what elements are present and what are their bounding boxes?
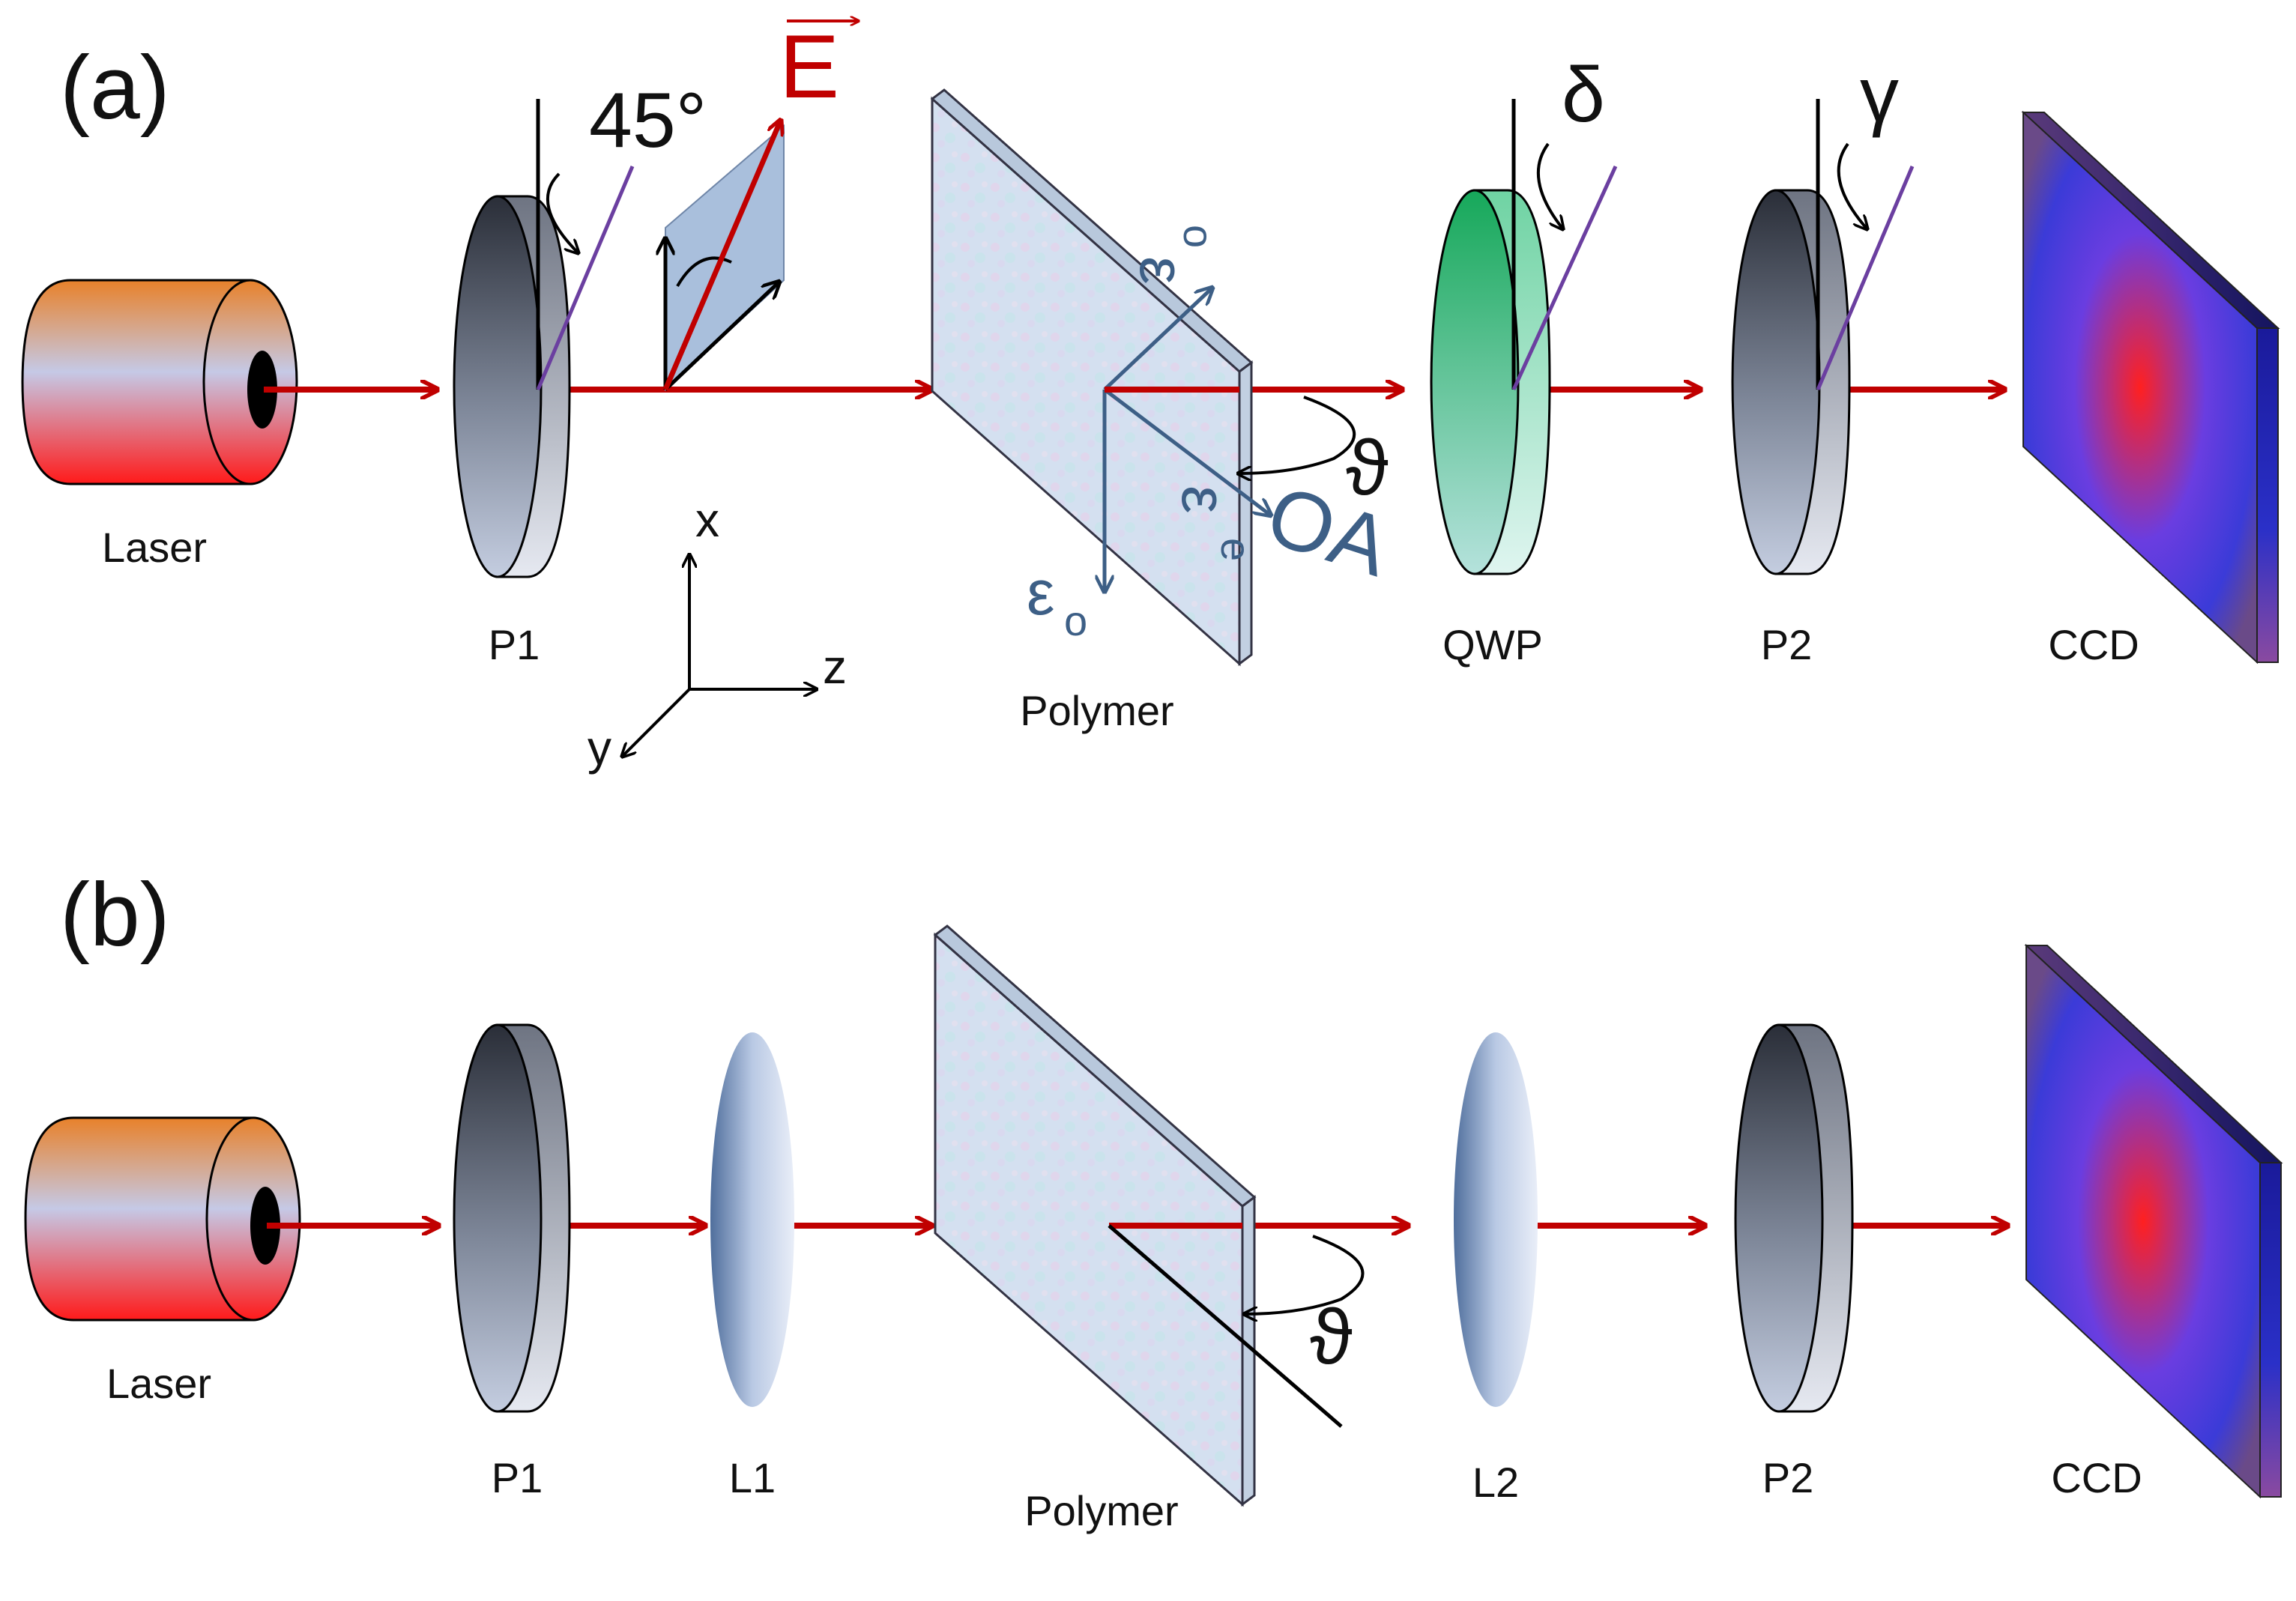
z-axis-label: z bbox=[823, 640, 847, 694]
p2-axis-line bbox=[1816, 166, 1915, 390]
optic-axis-line-b bbox=[1108, 1224, 1343, 1428]
eps-o-bottom-label: ε bbox=[1027, 557, 1054, 628]
l1-label: L1 bbox=[729, 1454, 776, 1501]
laser-a-label: Laser bbox=[102, 524, 207, 571]
ccd-a-label: CCD bbox=[2048, 621, 2139, 668]
polymer-plate-b bbox=[933, 924, 1257, 1507]
angle-theta-arrow-a bbox=[1238, 396, 1356, 473]
gamma-label: γ bbox=[1860, 52, 1899, 139]
panel-b-label: (b) bbox=[60, 865, 170, 965]
panel-a: (a) Laser 45° P1 bbox=[21, 16, 2280, 775]
eps-o-top-label: ε bbox=[1127, 256, 1197, 284]
qwp-axis-line bbox=[1511, 165, 1618, 391]
theta-b-label: ϑ bbox=[1310, 1294, 1353, 1381]
p1-b-label: P1 bbox=[492, 1454, 543, 1501]
lens-l1 bbox=[710, 1032, 794, 1407]
laser-aperture-icon bbox=[250, 1187, 280, 1265]
polarizer-axis-line bbox=[536, 166, 635, 390]
polymer-b-label: Polymer bbox=[1024, 1487, 1178, 1534]
eps-e-label: ε bbox=[1169, 485, 1239, 513]
ccd-detector-a bbox=[2021, 110, 2280, 665]
ccd-b-label: CCD bbox=[2051, 1454, 2142, 1501]
y-axis-arrow bbox=[622, 688, 691, 757]
eps-o-top-subscript: o bbox=[1175, 225, 1222, 248]
e-vector-arrow bbox=[662, 120, 781, 391]
laser-a bbox=[21, 279, 298, 485]
p2-a-label: P2 bbox=[1761, 621, 1813, 668]
field-vector-diagram bbox=[662, 21, 859, 392]
p2-b-label: P2 bbox=[1762, 1454, 1814, 1501]
eps-o-bottom-subscript: o bbox=[1064, 597, 1087, 644]
p1-a-label: P1 bbox=[489, 621, 540, 668]
polymer-a-label: Polymer bbox=[1020, 687, 1173, 734]
polarizer-p2-a bbox=[1731, 99, 1915, 575]
polymer-axes bbox=[1105, 288, 1271, 592]
angle-arrow-icon bbox=[1536, 142, 1563, 229]
polarizer-p1-b bbox=[453, 1023, 571, 1413]
panel-a-label: (a) bbox=[60, 37, 170, 138]
optic-axis-arrow bbox=[1103, 388, 1271, 515]
laser-b-label: Laser bbox=[106, 1360, 211, 1407]
polarizer-p1-a bbox=[453, 99, 635, 578]
angle-arrow-icon bbox=[546, 172, 578, 253]
angle-theta-arrow-b bbox=[1244, 1235, 1365, 1314]
quarter-wave-plate bbox=[1430, 99, 1618, 575]
angle-45-label: 45° bbox=[589, 77, 707, 164]
l2-label: L2 bbox=[1472, 1459, 1519, 1506]
coordinate-axes bbox=[622, 554, 817, 757]
angle-arrow-icon bbox=[1837, 142, 1867, 229]
lens-l2 bbox=[1454, 1032, 1538, 1407]
ccd-detector-b bbox=[2024, 943, 2283, 1499]
theta-a-label: ϑ bbox=[1346, 425, 1389, 512]
polarizer-p2-b bbox=[1734, 1023, 1854, 1413]
y-axis-label: y bbox=[587, 721, 611, 775]
laser-b bbox=[24, 1116, 301, 1322]
qwp-label: QWP bbox=[1442, 621, 1543, 668]
laser-aperture-icon bbox=[247, 351, 277, 429]
panel-b: (b) Laser P1 L1 bbox=[24, 865, 2283, 1534]
polymer-plate-a bbox=[930, 88, 1254, 667]
x-axis-label: x bbox=[695, 493, 719, 547]
eps-e-subscript: e bbox=[1212, 538, 1260, 561]
eps-o-top-arrow bbox=[1103, 288, 1212, 391]
delta-label: δ bbox=[1562, 52, 1605, 139]
e-field-label: E bbox=[779, 16, 839, 117]
